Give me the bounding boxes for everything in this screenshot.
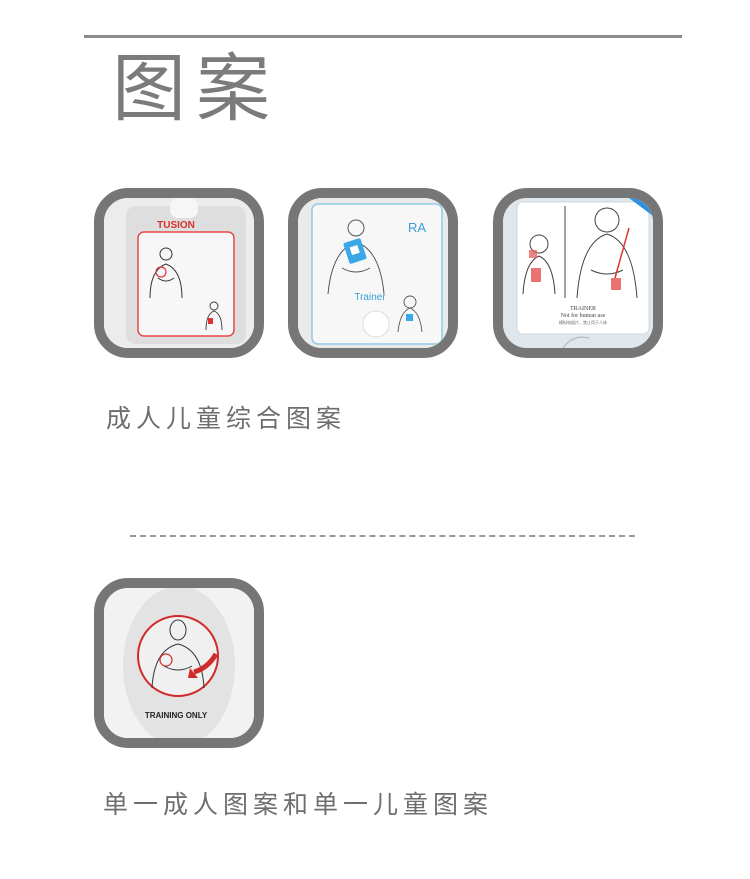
pattern-thumbnail-combined-3[interactable]: TRAINER Not for human use 模拟电极片，禁止用于人体 bbox=[493, 188, 663, 358]
caption-combined-patterns: 成人儿童综合图案 bbox=[106, 404, 347, 433]
caption-single-patterns: 单一成人图案和单一儿童图案 bbox=[103, 790, 494, 819]
dashed-divider bbox=[130, 535, 635, 537]
top-divider bbox=[84, 35, 682, 38]
pattern-thumbnail-single[interactable]: TRAINING ONLY bbox=[94, 578, 264, 748]
pattern-thumbnail-combined-2[interactable]: RA Trainer bbox=[288, 188, 458, 358]
brand-label: TUSION bbox=[157, 220, 195, 231]
pad-illustration: TUSION bbox=[104, 198, 254, 348]
pattern-thumbnail-combined-1[interactable]: TUSION bbox=[94, 188, 264, 358]
pad-illustration: TRAINING ONLY bbox=[104, 588, 254, 738]
pad-label: TRAINER bbox=[570, 306, 596, 312]
pad-sublabel: Not for human use bbox=[561, 312, 606, 319]
pad-tag: RA bbox=[408, 220, 426, 235]
pad-label: Trainer bbox=[354, 292, 386, 303]
pad-illustration: TRAINER Not for human use 模拟电极片，禁止用于人体 bbox=[503, 198, 653, 348]
pad-fine-print: 模拟电极片，禁止用于人体 bbox=[559, 319, 607, 325]
pad-illustration: RA Trainer bbox=[298, 198, 448, 348]
page-title: 图案 bbox=[112, 46, 280, 132]
pad-label: TRAINING ONLY bbox=[145, 711, 208, 720]
